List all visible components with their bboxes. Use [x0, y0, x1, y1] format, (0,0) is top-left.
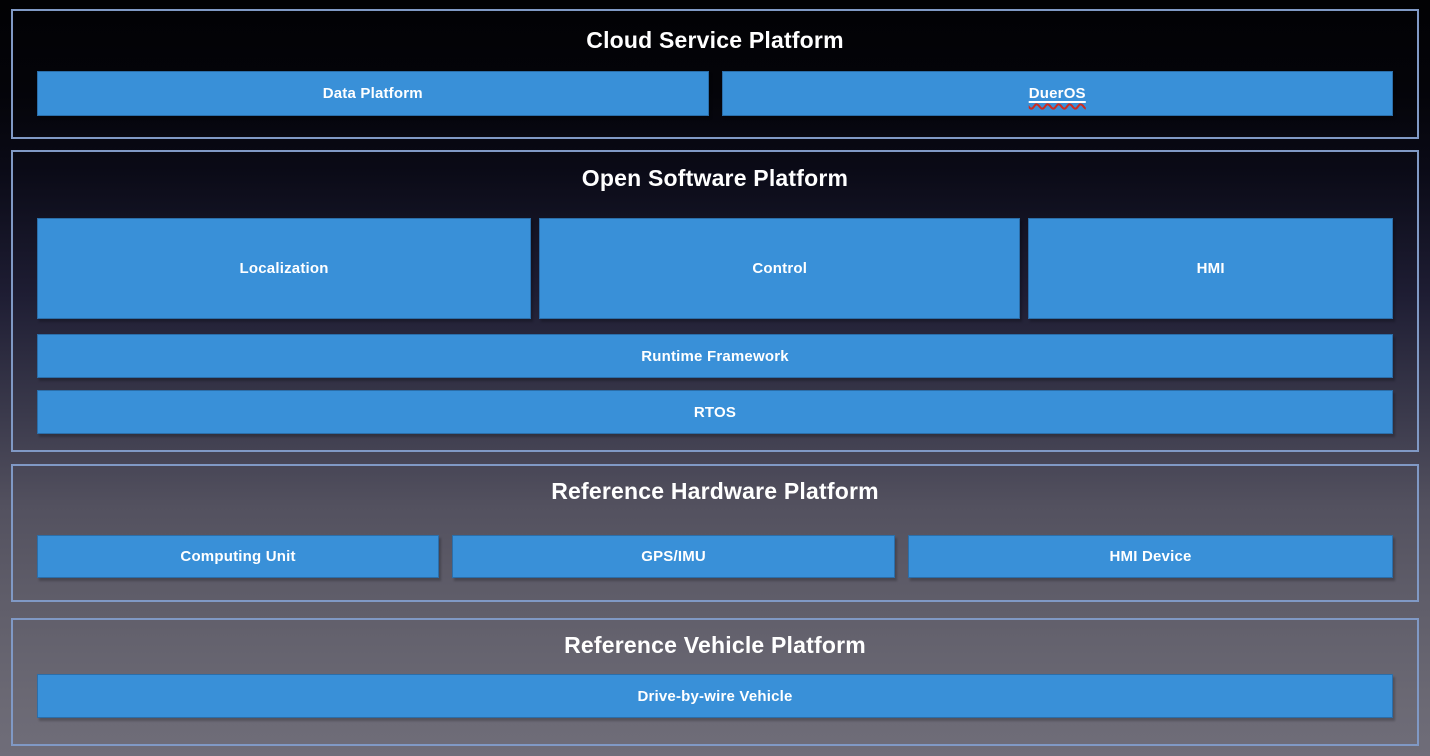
box-control-label: Control [752, 260, 808, 277]
box-data-platform-label: Data Platform [322, 85, 423, 102]
vehicle-row: Drive-by-wire Vehicle [37, 674, 1393, 718]
dueros-link[interactable]: DuerOS [1029, 85, 1086, 102]
reference-hardware-platform-title: Reference Hardware Platform [551, 478, 879, 504]
box-hmi-device-label: HMI Device [1109, 548, 1192, 565]
box-localization: Localization [37, 218, 532, 319]
section-reference-vehicle-platform: Reference Vehicle Platform Drive-by-wire… [11, 618, 1419, 746]
box-data-platform: Data Platform [37, 71, 709, 116]
box-drive-by-wire-vehicle-label: Drive-by-wire Vehicle [637, 687, 793, 705]
section-open-software-platform: Open Software Platform Localization Cont… [11, 150, 1419, 452]
box-gps-imu-label: GPS/IMU [641, 548, 706, 565]
box-rtos-label: RTOS [693, 403, 737, 421]
box-control: Control [539, 218, 1021, 319]
box-dueros-label: DuerOS [1028, 85, 1086, 102]
cloud-service-row: Data Platform DuerOS [37, 71, 1393, 116]
hardware-row: Computing Unit GPS/IMU HMI Device [37, 535, 1393, 578]
box-rtos: RTOS [37, 390, 1393, 434]
open-software-platform-title: Open Software Platform [581, 165, 849, 191]
box-runtime-framework-label: Runtime Framework [641, 347, 789, 365]
box-drive-by-wire-vehicle: Drive-by-wire Vehicle [37, 674, 1393, 718]
section-reference-hardware-platform: Reference Hardware Platform Computing Un… [11, 464, 1419, 602]
box-dueros[interactable]: DuerOS [721, 71, 1393, 116]
section-cloud-service-platform: Cloud Service Platform Data Platform Due… [11, 9, 1419, 139]
box-hmi-device: HMI Device [908, 535, 1393, 578]
box-hmi: HMI [1028, 218, 1393, 319]
box-localization-label: Localization [239, 260, 329, 277]
box-computing-unit: Computing Unit [37, 535, 440, 578]
box-runtime-framework: Runtime Framework [37, 334, 1393, 378]
reference-vehicle-platform-title: Reference Vehicle Platform [564, 632, 866, 658]
runtime-framework-row: Runtime Framework [37, 334, 1393, 378]
open-software-modules-row: Localization Control HMI [37, 218, 1393, 319]
box-gps-imu: GPS/IMU [452, 535, 896, 578]
cloud-service-platform-title: Cloud Service Platform [586, 27, 844, 53]
box-computing-unit-label: Computing Unit [180, 548, 296, 565]
rtos-row: RTOS [37, 390, 1393, 434]
box-hmi-label: HMI [1196, 260, 1225, 277]
